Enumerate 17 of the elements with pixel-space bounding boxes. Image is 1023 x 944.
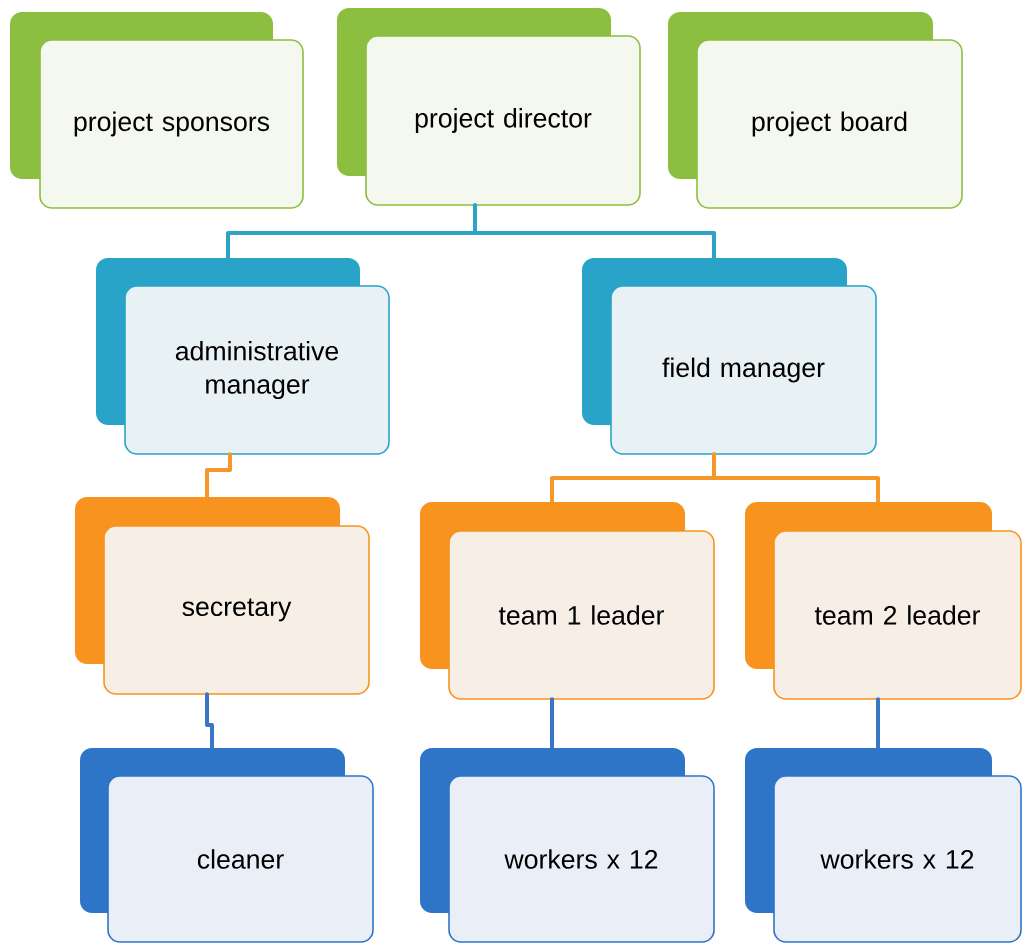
org-box: project director [337,8,641,206]
org-box: cleaner [80,748,374,943]
connector-line [712,452,880,504]
org-box: administrative manager [96,258,390,455]
org-box: project board [668,12,963,209]
org-box: workers x 12 [420,748,715,943]
org-box: field manager [582,258,877,455]
connector-line [205,452,232,499]
org-box: team 1 leader [420,502,715,700]
connector-line [876,697,880,750]
connector-line [550,697,554,750]
connector-line [205,692,214,750]
org-box: workers x 12 [745,748,1022,943]
org-box: secretary [75,497,370,695]
connector-line [473,203,716,260]
org-box: team 2 leader [745,502,1022,700]
org-box: project sponsors [10,12,304,209]
